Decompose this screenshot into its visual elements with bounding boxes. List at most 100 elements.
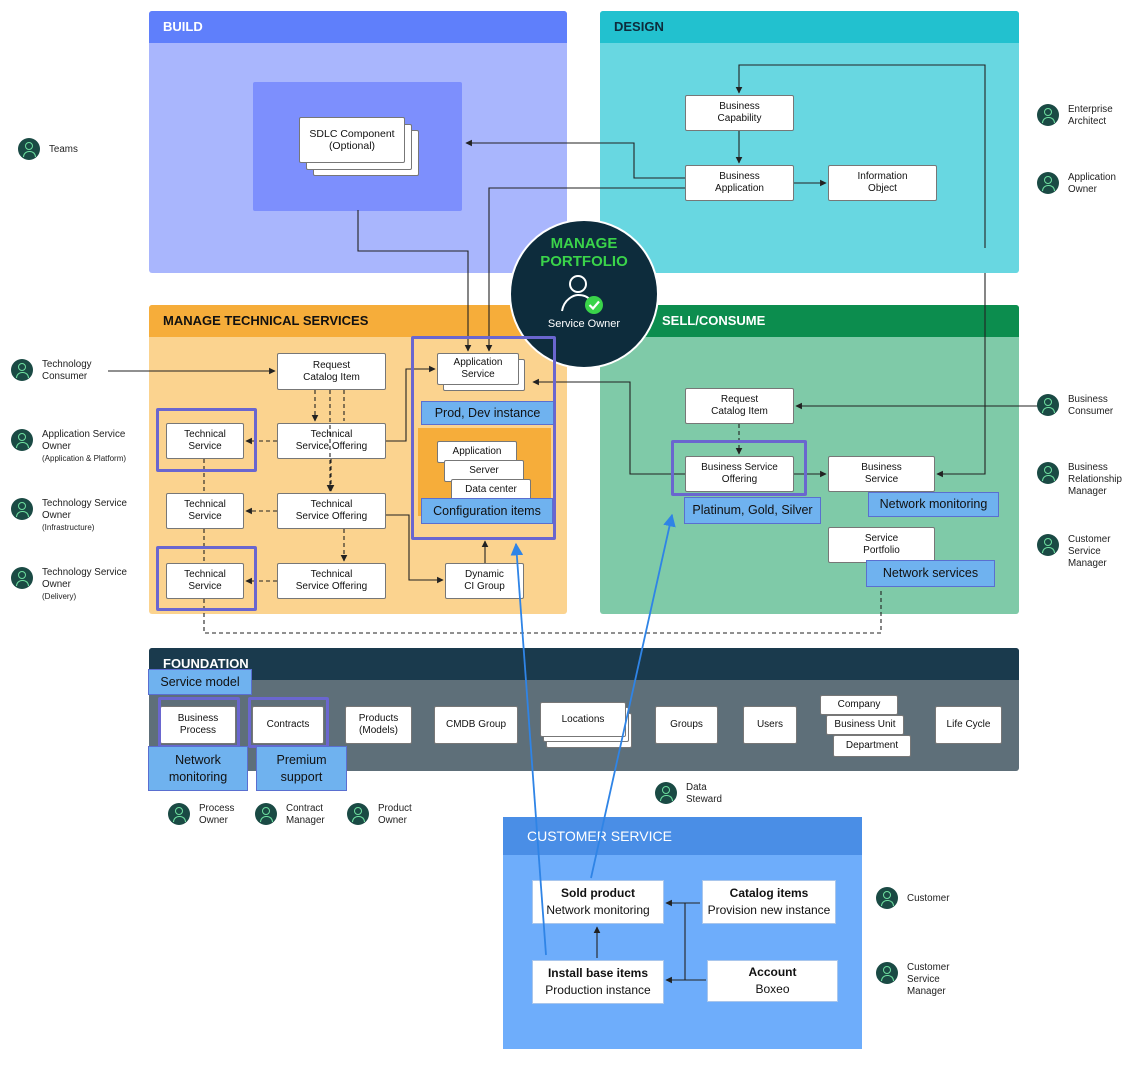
foundation-users[interactable]: Users	[743, 706, 797, 744]
application-owner-label: Application Owner	[1068, 172, 1116, 195]
highlight-tech-service-3	[156, 546, 257, 611]
application-service[interactable]: Application Service	[437, 353, 519, 385]
product-owner-avatar-icon	[347, 803, 369, 825]
business-application[interactable]: Business Application	[685, 165, 794, 201]
foundation-life-cycle[interactable]: Life Cycle	[935, 706, 1002, 744]
sold-product-title: Sold product	[561, 886, 635, 900]
role-customer-service-manager: Customer Service Manager	[1037, 534, 1110, 570]
data-steward-label: Data Steward	[686, 782, 722, 805]
technical-header: MANAGE TECHNICAL SERVICES	[149, 305, 567, 337]
role-product-owner: Product Owner	[347, 803, 412, 827]
role-data-steward: Data Steward	[655, 782, 722, 806]
foundation-department[interactable]: Department	[833, 735, 911, 757]
tech-service-owner-delivery-sub: (Delivery)	[42, 592, 77, 601]
hub-title-line1: MANAGE	[550, 235, 618, 252]
app-service-owner-label: Application Service Owner	[42, 429, 126, 452]
tag-configuration-items: Configuration items	[421, 498, 553, 524]
information-object[interactable]: Information Object	[828, 165, 937, 201]
contract-manager-label: Contract Manager	[286, 803, 325, 826]
tech-service-owner-delivery-text: Technology Service Owner (Delivery)	[42, 567, 127, 602]
foundation-contracts[interactable]: Contracts	[252, 706, 324, 744]
tech-request-catalog-item[interactable]: Request Catalog Item	[277, 353, 386, 390]
role-teams: Teams	[18, 138, 78, 160]
tech-service-owner-delivery-label: Technology Service Owner	[42, 567, 127, 590]
sold-product-box[interactable]: Sold product Network monitoring	[532, 880, 664, 924]
role-customer: Customer	[876, 887, 949, 909]
foundation-products[interactable]: Products (Models)	[345, 706, 412, 744]
install-base-title: Install base items	[547, 966, 649, 980]
hub-role: Service Owner	[547, 318, 621, 330]
tech-service-owner-delivery-avatar-icon	[11, 567, 33, 589]
cs-manager-avatar-icon	[876, 962, 898, 984]
catalog-items-box[interactable]: Catalog items Provision new instance	[702, 880, 836, 924]
product-owner-label: Product Owner	[378, 803, 412, 826]
foundation-business-unit[interactable]: Business Unit	[826, 715, 904, 735]
role-app-service-owner: Application Service Owner (Application & …	[11, 429, 126, 464]
tag-premium-support: Premium support	[256, 746, 347, 791]
application-owner-avatar-icon	[1037, 172, 1059, 194]
sell-request-catalog-item[interactable]: Request Catalog Item	[685, 388, 794, 424]
customer-service-manager-label: Customer Service Manager	[1068, 534, 1111, 569]
design-panel: DESIGN	[600, 11, 1019, 273]
build-header: BUILD	[149, 11, 567, 43]
foundation-locations[interactable]: Locations	[540, 702, 626, 737]
technology-consumer-label: Technology Consumer	[42, 359, 92, 382]
role-contract-manager: Contract Manager	[255, 803, 325, 827]
business-capability[interactable]: Business Capability	[685, 95, 794, 131]
app-service-owner-sub: (Application & Platform)	[42, 454, 127, 463]
tag-network-services: Network services	[866, 560, 995, 587]
tag-prod-dev-instance: Prod, Dev instance	[421, 401, 554, 425]
tech-service-owner-infra-avatar-icon	[11, 498, 33, 520]
customer-service-panel: CUSTOMER SERVICE	[503, 817, 862, 1049]
tag-network-monitoring-foundation: Network monitoring	[148, 746, 248, 791]
account-box[interactable]: Account Boxeo	[707, 960, 838, 1002]
tech-service-owner-infra-text: Technology Service Owner(Infrastructure)	[42, 498, 127, 533]
technology-consumer-avatar-icon	[11, 359, 33, 381]
highlight-business-offering	[671, 440, 807, 496]
process-owner-label: Process Owner	[199, 803, 235, 826]
technical-service-2[interactable]: Technical Service	[166, 493, 244, 529]
teams-avatar-icon	[18, 138, 40, 160]
install-base-box[interactable]: Install base items Production instance	[532, 960, 664, 1004]
hub-title-line2: PORTFOLIO	[540, 253, 628, 270]
role-tech-service-owner-infra: Technology Service Owner(Infrastructure)	[11, 498, 127, 533]
data-steward-avatar-icon	[655, 782, 677, 804]
business-service[interactable]: Business Service	[828, 456, 935, 492]
technical-service-1[interactable]: Technical Service	[166, 423, 244, 459]
foundation-header: FOUNDATION	[149, 648, 1019, 680]
tag-service-model: Service model	[148, 669, 252, 695]
tech-service-offering-2[interactable]: Technical Service Offering	[277, 493, 386, 529]
dynamic-ci-group[interactable]: Dynamic CI Group	[445, 563, 524, 599]
business-consumer-avatar-icon	[1037, 394, 1059, 416]
customer-service-manager-avatar-icon	[1037, 534, 1059, 556]
highlight-app-service	[411, 336, 556, 540]
role-technology-consumer: Technology Consumer	[11, 359, 92, 383]
tag-network-monitoring-sell: Network monitoring	[868, 492, 999, 517]
role-process-owner: Process Owner	[168, 803, 234, 827]
sold-product-value: Network monitoring	[546, 903, 650, 917]
service-portfolio[interactable]: Service Portfolio	[828, 527, 935, 563]
sell-header: SELL/CONSUME	[600, 305, 1019, 337]
process-owner-avatar-icon	[168, 803, 190, 825]
business-service-offering[interactable]: Business Service Offering	[685, 456, 794, 492]
business-relationship-manager-label: Business Relationship Manager	[1068, 462, 1122, 497]
tech-service-offering-3[interactable]: Technical Service Offering	[277, 563, 386, 599]
tag-platinum-gold-silver: Platinum, Gold, Silver	[684, 497, 821, 524]
foundation-company[interactable]: Company	[820, 695, 898, 715]
foundation-business-process[interactable]: Business Process	[160, 706, 236, 744]
role-business-relationship-manager: Business Relationship Manager	[1037, 462, 1122, 498]
highlight-business-process	[158, 697, 240, 748]
foundation-cmdb-group[interactable]: CMDB Group	[434, 706, 518, 744]
tech-service-owner-infra-sub: (Infrastructure)	[42, 523, 95, 532]
service-owner-icon	[561, 275, 603, 314]
highlight-tech-service-1	[156, 408, 257, 472]
foundation-groups[interactable]: Groups	[655, 706, 718, 744]
highlight-contracts	[248, 697, 329, 748]
customer-label: Customer	[907, 893, 950, 904]
catalog-items-value: Provision new instance	[707, 903, 831, 917]
enterprise-architect-avatar-icon	[1037, 104, 1059, 126]
app-service-owner-avatar-icon	[11, 429, 33, 451]
role-business-consumer: Business Consumer	[1037, 394, 1113, 418]
tech-service-offering-1[interactable]: Technical Service Offering	[277, 423, 386, 459]
sdlc-component[interactable]: SDLC Component (Optional)	[299, 117, 405, 163]
